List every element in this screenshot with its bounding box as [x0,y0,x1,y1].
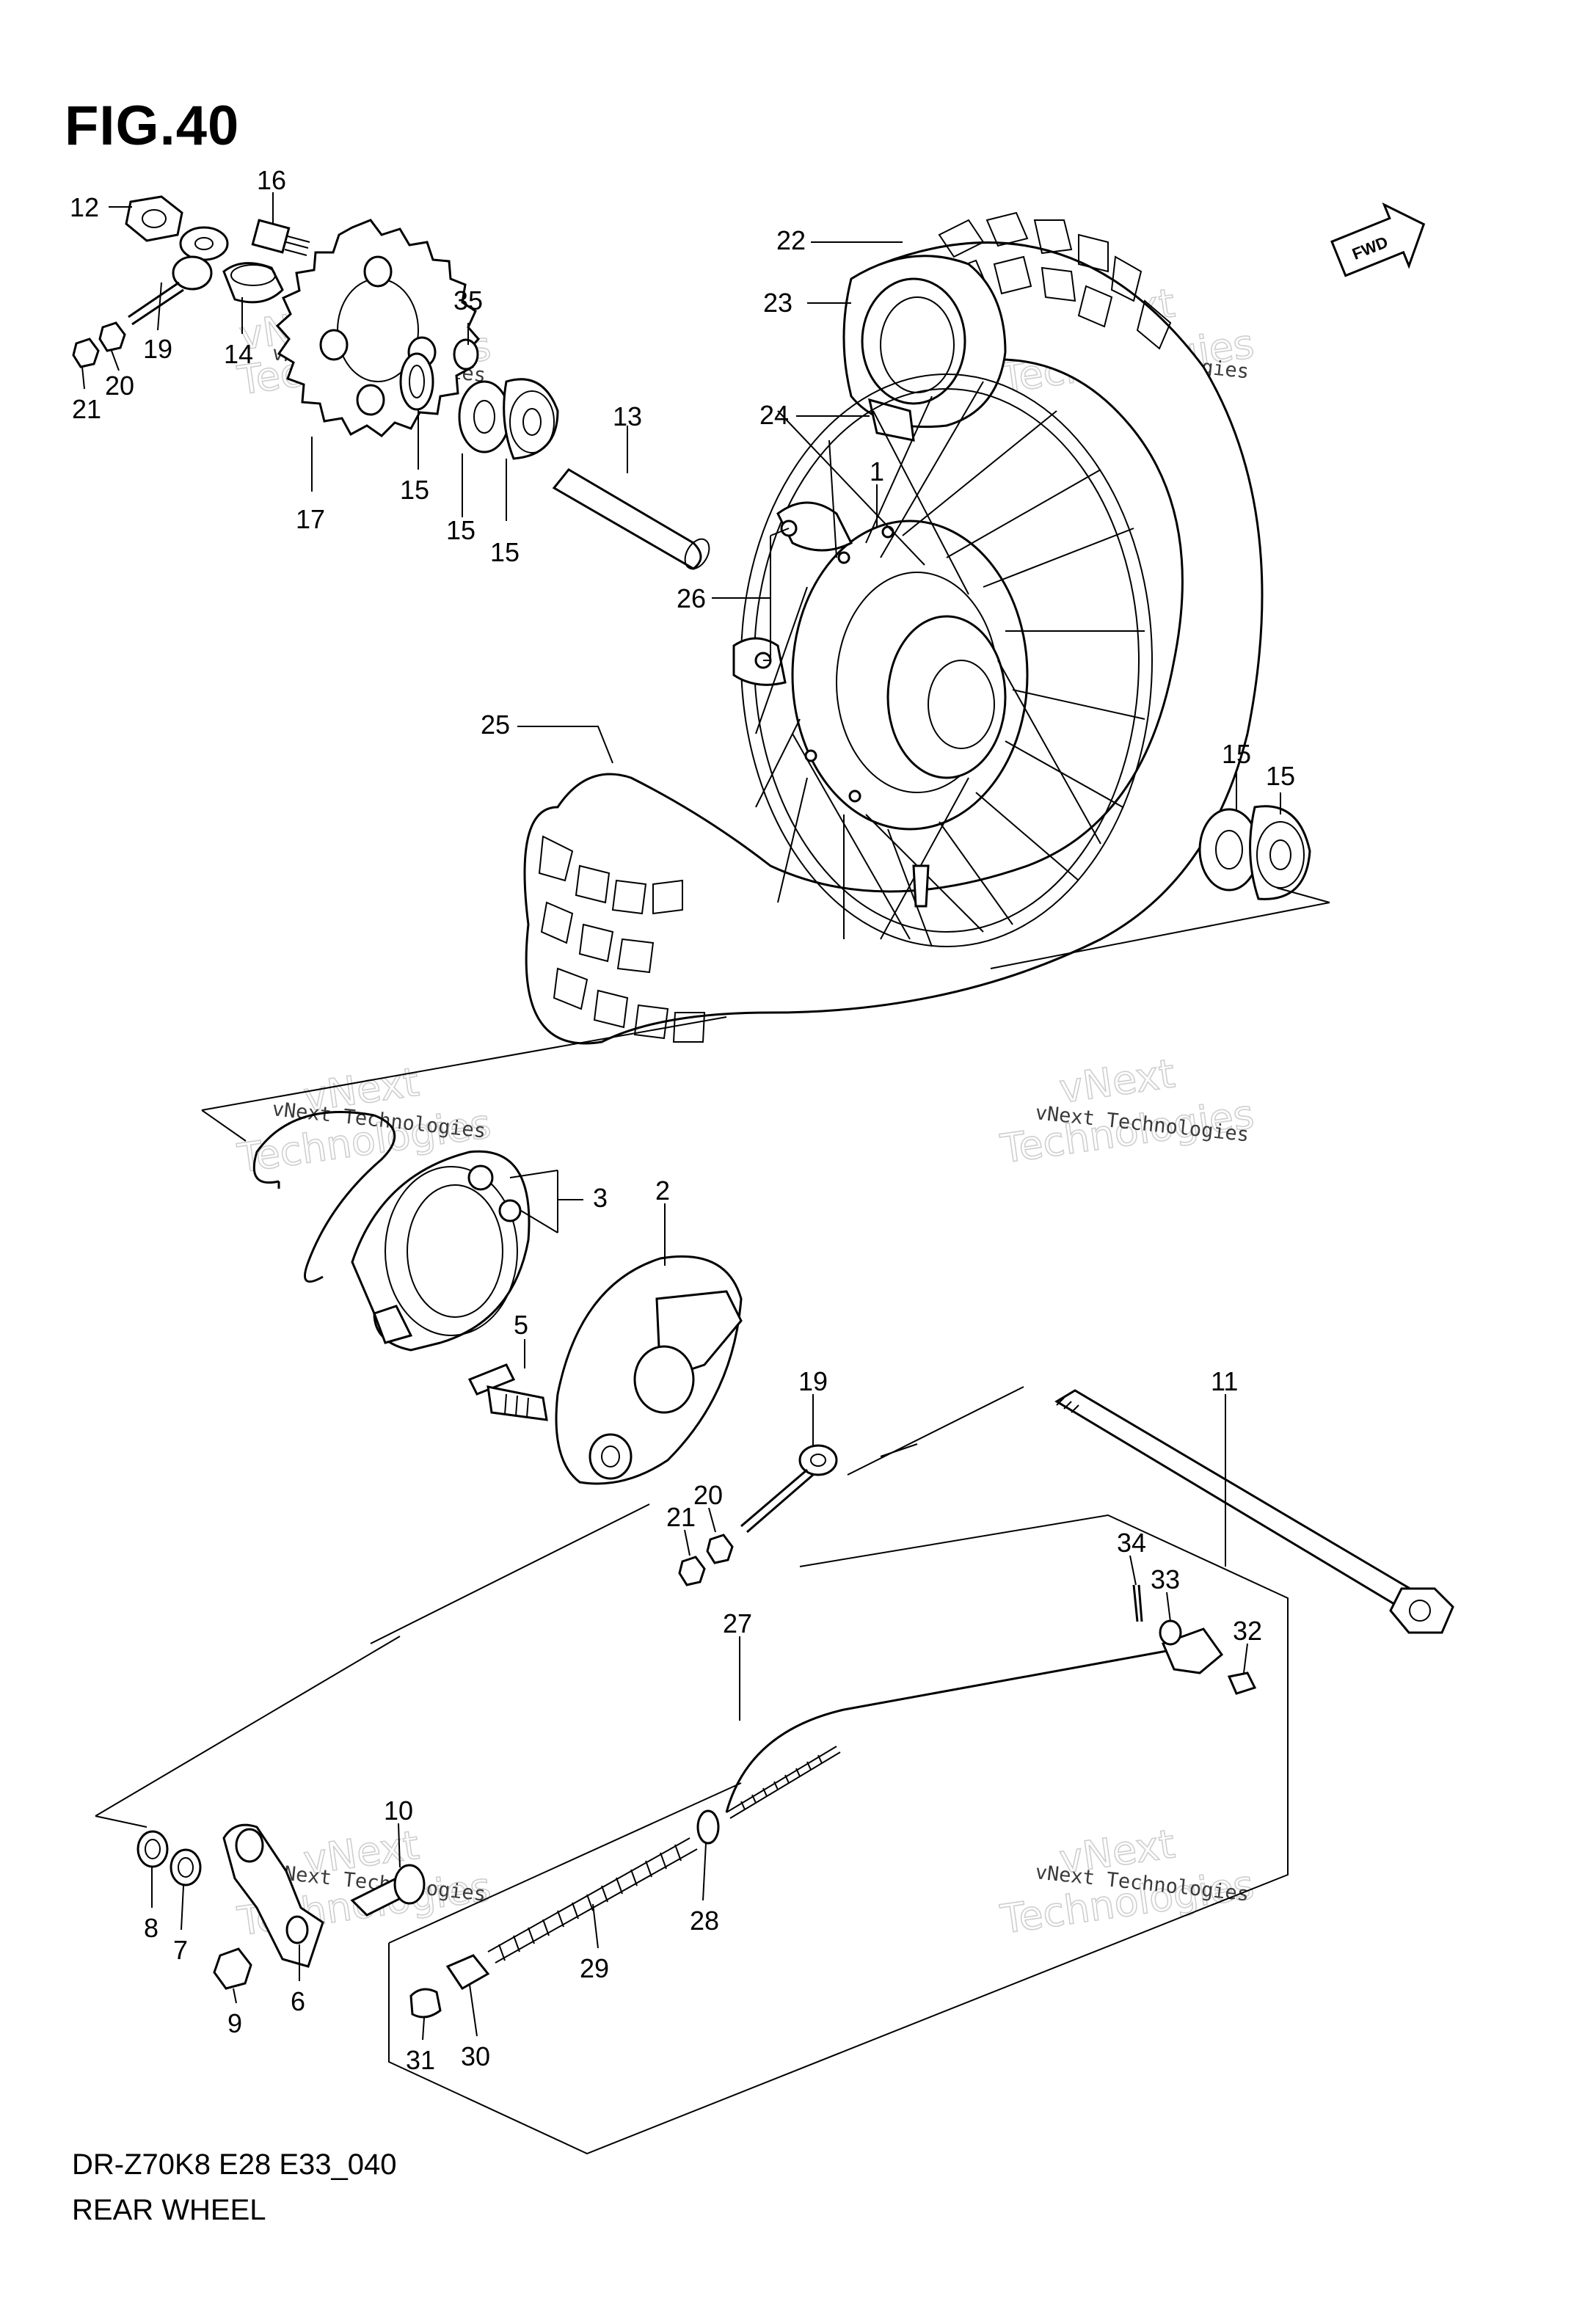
callout-label: 35 [453,285,483,316]
axle-11 [1054,1389,1418,1613]
tire-25 [523,241,1264,1045]
brake-panel-2 [555,1255,743,1485]
washer-7 [170,1848,202,1886]
rim-band-24 [867,398,915,442]
nut-31 [409,1988,442,2019]
callout-label: 1 [870,456,884,486]
callout-label: 10 [384,1796,413,1826]
callout-label: 25 [481,710,510,740]
callout-label: 26 [677,583,706,613]
callout-label: 6 [291,1986,305,2016]
callout-label: 20 [105,371,134,401]
callout-numbers: 12 16 19 14 20 21 35 17 15 15 15 13 1 22… [70,165,1295,2075]
nut-21 [678,1556,706,1586]
oil-seal-16 [399,352,434,411]
callout-label: 21 [666,1502,696,1532]
callout-label: 15 [1266,761,1295,791]
brake-rod-27 [725,1649,1167,1813]
nut-12 [125,195,183,242]
callout-label: 28 [690,1906,719,1936]
leader-lines [81,192,1281,2041]
chain-adjuster-19 [172,255,213,291]
watermark-big: vNext [1057,1050,1178,1112]
brake-assembly [252,1111,743,1485]
callout-label: 13 [613,401,642,431]
spacer-14 [222,262,284,304]
rod-joint-30 [445,1954,490,1990]
nut-21 [72,338,100,368]
callout-label: 17 [296,504,325,534]
collar-13 [552,468,702,570]
callout-label: 8 [144,1913,158,1943]
callout-label: 22 [776,225,806,255]
brake-rod-assembly [136,1514,1289,2155]
diagram-name: REAR WHEEL [72,2194,266,2226]
bearing-15 [1249,805,1311,900]
pin-32 [1227,1671,1257,1695]
callout-label: 14 [224,339,253,369]
callout-label: 20 [693,1480,723,1510]
watermark-group: vNext Technologies vNext Technologies vN… [234,280,1258,1946]
callout-label: 7 [173,1935,188,1965]
washer-28 [696,1809,720,1845]
callout-label: 32 [1233,1616,1262,1646]
callout-label: 15 [400,475,429,505]
callout-label: 15 [1222,739,1251,769]
callout-label: 33 [1151,1564,1180,1594]
valve-stem [912,864,930,908]
callout-label: 12 [70,192,99,222]
assembly-plane-lines [95,1386,1024,1828]
ring-35 [453,338,479,371]
rod-spring-29 [487,1837,698,1964]
bearing-15 [458,380,511,453]
washer-8 [136,1830,169,1868]
callout-label: 16 [257,165,286,195]
nut-20 [706,1534,734,1564]
callout-label: 27 [723,1608,752,1638]
axle-assembly [678,1389,1454,1634]
washer [179,226,229,261]
callout-label: 34 [1117,1528,1146,1558]
callout-label: 24 [759,400,789,430]
brake-shoes-3 [351,1150,531,1352]
brake-spring [252,1111,396,1283]
cotter-pin-34 [1132,1584,1143,1622]
assembly-plane-lines [201,887,1330,1142]
callout-label: 3 [593,1183,608,1213]
figure-title: FIG.40 [65,95,240,157]
callout-label: 2 [655,1175,670,1206]
callout-label: 15 [446,515,475,545]
brake-cam-5 [467,1363,548,1421]
callout-label: 31 [406,2045,435,2075]
forward-direction-arrow: FWD [1330,202,1426,277]
callout-label: 21 [72,394,101,424]
model-code: DR-Z70K8 E28 E33_040 [72,2148,397,2181]
callout-label: 9 [227,2008,242,2038]
nut-20 [98,321,126,352]
callout-label: 19 [143,334,172,364]
rear-wheel-assembly [523,211,1311,1045]
nut-9 [213,1947,252,1990]
callout-label: 5 [514,1310,528,1340]
chain-adjuster-19 [798,1444,838,1476]
callout-label: 29 [580,1953,609,1983]
callout-label: 19 [798,1366,828,1396]
tire-tread [538,835,706,1043]
sprocket-assembly [72,195,710,570]
rear-sprocket-17 [275,219,480,437]
callout-label: 23 [763,288,792,318]
callout-label: 30 [461,2041,490,2071]
callout-label: 11 [1211,1366,1238,1396]
axle-nut-head [1389,1587,1454,1634]
bolt-18 [251,219,291,254]
wheel-hub-1 [732,501,1029,831]
callout-label: 15 [490,537,520,567]
